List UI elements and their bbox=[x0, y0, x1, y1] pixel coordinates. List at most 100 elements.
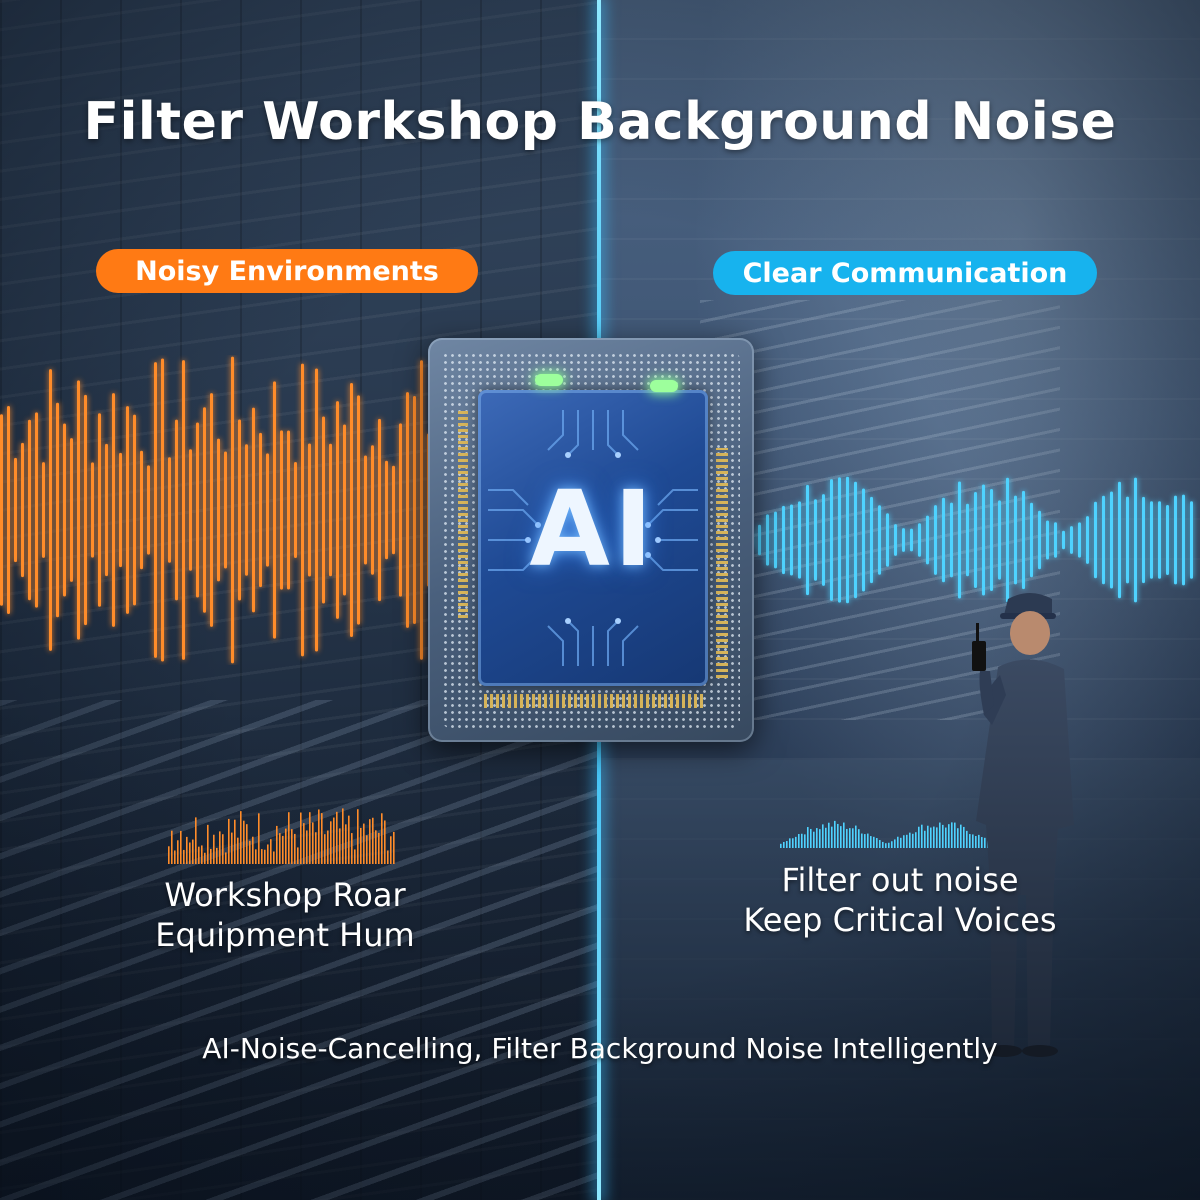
waveform-bar bbox=[1126, 496, 1129, 584]
caption-line: Workshop Roar bbox=[164, 876, 406, 914]
waveform-bar bbox=[14, 457, 17, 563]
waveform-bar bbox=[1078, 522, 1081, 558]
spectrum-bar bbox=[984, 837, 986, 848]
spectrum-bar bbox=[225, 852, 227, 864]
waveform-bar bbox=[966, 503, 969, 577]
waveform-bar bbox=[1110, 491, 1113, 589]
spectrum-bar bbox=[378, 832, 380, 864]
spectrum-bar bbox=[351, 833, 353, 864]
waveform-bar bbox=[273, 381, 276, 639]
spectrum-bar bbox=[858, 829, 860, 848]
noisy-environments-label: Noisy Environments bbox=[135, 255, 439, 287]
spectrum-bar bbox=[282, 835, 284, 864]
spectrum-bar bbox=[393, 831, 395, 864]
waveform-bar bbox=[161, 358, 164, 662]
spectrum-bar bbox=[846, 828, 848, 848]
waveform-bar bbox=[133, 414, 136, 606]
waveform-bar bbox=[758, 524, 761, 556]
waveform-bar bbox=[147, 465, 150, 555]
waveform-bar bbox=[1158, 501, 1161, 579]
spectrum-bar bbox=[912, 833, 914, 848]
chip-pins-right bbox=[716, 448, 728, 678]
spectrum-bar bbox=[942, 824, 944, 848]
spectrum-bar bbox=[894, 839, 896, 848]
spectrum-bar bbox=[966, 830, 968, 848]
waveform-bar bbox=[84, 394, 87, 626]
spectrum-bar bbox=[348, 815, 350, 864]
spectrum-bar bbox=[915, 832, 917, 848]
waveform-bar bbox=[1054, 522, 1057, 558]
spectrum-bar bbox=[198, 846, 200, 864]
spectrum-bar bbox=[366, 835, 368, 864]
waveform-bar bbox=[63, 423, 66, 597]
spectrum-bar bbox=[975, 836, 977, 848]
waveform-bar bbox=[1102, 495, 1105, 585]
waveform-bar bbox=[287, 430, 290, 590]
waveform-bar bbox=[399, 423, 402, 597]
spectrum-bar bbox=[834, 820, 836, 848]
spectrum-bar bbox=[336, 811, 338, 864]
waveform-bar bbox=[119, 452, 122, 568]
spectrum-bar bbox=[927, 825, 929, 848]
spectrum-bar bbox=[873, 836, 875, 848]
spectrum-bar bbox=[933, 826, 935, 848]
waveform-bar bbox=[766, 514, 769, 566]
spectrum-bar bbox=[177, 840, 179, 864]
spectrum-bar bbox=[390, 836, 392, 864]
waveform-bar bbox=[245, 444, 248, 576]
spectrum-bar bbox=[822, 824, 824, 848]
spectrum-bar bbox=[849, 828, 851, 848]
waveform-bar bbox=[814, 499, 817, 581]
spectrum-bar bbox=[243, 820, 245, 864]
spectrum-bar bbox=[381, 813, 383, 864]
spectrum-bar bbox=[792, 838, 794, 848]
spectrum-bar bbox=[972, 834, 974, 848]
spectrum-bar bbox=[372, 817, 374, 864]
waveform-bar bbox=[378, 418, 381, 602]
waveform-bar bbox=[918, 523, 921, 557]
waveform-bar bbox=[1174, 495, 1177, 585]
spectrum-bar bbox=[186, 836, 188, 864]
waveform-bar bbox=[774, 511, 777, 569]
spectrum-bar bbox=[168, 846, 170, 864]
waveform-bar bbox=[1046, 520, 1049, 560]
waveform-bar bbox=[990, 488, 993, 592]
spectrum-bar bbox=[192, 839, 194, 864]
spectrum-bar bbox=[813, 831, 815, 848]
waveform-bar bbox=[77, 380, 80, 640]
caption-line: Keep Critical Voices bbox=[743, 901, 1057, 939]
waveform-bar bbox=[98, 413, 101, 607]
waveform-bar bbox=[982, 484, 985, 596]
waveform-bar bbox=[105, 443, 108, 577]
waveform-bar bbox=[224, 451, 227, 569]
waveform-bar bbox=[1022, 490, 1025, 590]
waveform-bar bbox=[1142, 496, 1145, 584]
noisy-environments-badge: Noisy Environments bbox=[96, 249, 478, 293]
caption-line: Filter out noise bbox=[781, 861, 1019, 899]
spectrum-bar bbox=[231, 832, 233, 864]
spectrum-bar bbox=[957, 828, 959, 848]
spectrum-bar bbox=[183, 849, 185, 864]
spectrum-bar bbox=[801, 833, 803, 848]
noise-sources-caption: Workshop Roar Equipment Hum bbox=[130, 875, 440, 955]
spectrum-bar bbox=[174, 850, 176, 864]
spectrum-bar bbox=[207, 824, 209, 864]
waveform-bar bbox=[154, 362, 157, 658]
spectrum-bar bbox=[210, 848, 212, 864]
spectrum-bar bbox=[882, 841, 884, 848]
spectrum-bar bbox=[345, 824, 347, 864]
spectrum-bar bbox=[273, 851, 275, 864]
spectrum-bar bbox=[252, 836, 254, 864]
waveform-bar bbox=[1014, 495, 1017, 585]
spectrum-bar bbox=[321, 813, 323, 864]
waveform-bar bbox=[1182, 494, 1185, 586]
spectrum-bar bbox=[876, 838, 878, 848]
spectrum-bar bbox=[342, 808, 344, 864]
spectrum-bar bbox=[201, 845, 203, 864]
waveform-bar bbox=[1038, 510, 1041, 570]
spectrum-bar bbox=[195, 817, 197, 864]
spectrum-bar bbox=[900, 837, 902, 848]
chip-ai-label: AI bbox=[529, 468, 657, 590]
spectrum-bar bbox=[249, 840, 251, 864]
waveform-bar bbox=[392, 465, 395, 555]
